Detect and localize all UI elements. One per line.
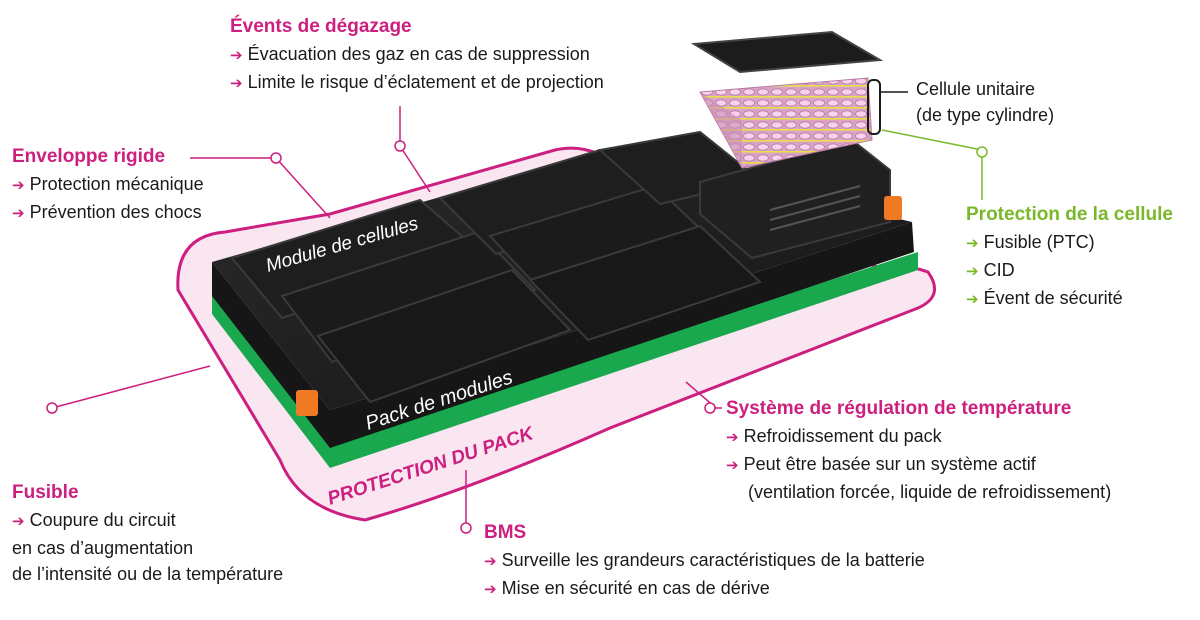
vents-item-text: Évacuation des gaz en cas de suppression (247, 44, 590, 64)
cell-block-label: Cellule unitaire (de type cylindre) (916, 76, 1054, 128)
envelope-block: Enveloppe rigide ➔Protection mécanique ➔… (12, 146, 204, 227)
cell-protection-item: ➔Évent de sécurité (966, 285, 1173, 313)
callout-line-green (881, 129, 983, 200)
thermal-block: Système de régulation de température ➔Re… (726, 398, 1111, 505)
callout-dots (46, 140, 716, 534)
arrow-icon: ➔ (966, 235, 979, 252)
vents-item: ➔Limite le risque d’éclatement et de pro… (230, 69, 604, 97)
cell-protection-item: ➔Fusible (PTC) (966, 229, 1173, 257)
cell-protection-block: Protection de la cellule ➔Fusible (PTC) … (966, 204, 1173, 313)
thermal-item-text: Refroidissement du pack (743, 426, 942, 446)
arrow-icon: ➔ (484, 553, 497, 570)
vents-item-text: Limite le risque d’éclatement et de proj… (247, 72, 604, 92)
arrow-icon: ➔ (966, 291, 979, 308)
arrow-icon: ➔ (12, 177, 25, 194)
bms-item: ➔Surveille les grandeurs caractéristique… (484, 547, 925, 575)
arrow-icon: ➔ (230, 75, 243, 92)
cell-line-1: Cellule unitaire (916, 79, 1036, 99)
envelope-title: Enveloppe rigide (12, 146, 166, 167)
envelope-item-text: Prévention des chocs (29, 202, 202, 222)
envelope-item: ➔Prévention des chocs (12, 199, 204, 227)
arrow-icon: ➔ (484, 581, 497, 598)
cell-protection-item-text: Fusible (PTC) (983, 232, 1095, 252)
cell-protection-item: ➔CID (966, 257, 1173, 285)
fuse-item: ➔Coupure du circuit (12, 507, 283, 535)
cell-protection-item-text: Évent de sécurité (983, 288, 1123, 308)
bms-block: BMS ➔Surveille les grandeurs caractérist… (484, 522, 925, 603)
cell-protection-item-text: CID (983, 260, 1015, 280)
vents-title: Évents de dégazage (230, 16, 412, 37)
thermal-item-text: Peut être basée sur un système actif (743, 454, 1036, 474)
fuse-line-2: en cas d’augmentation (12, 538, 194, 558)
unit-cell-highlight (867, 79, 881, 135)
thermal-item-cont: (ventilation forcée, liquide de refroidi… (748, 482, 1112, 502)
envelope-item-text: Protection mécanique (29, 174, 204, 194)
thermal-title: Système de régulation de température (726, 398, 1072, 419)
fuse-line-3: de l’intensité ou de la température (12, 564, 284, 584)
module-vent-slots (769, 185, 861, 231)
cell-block-lid (690, 30, 884, 74)
arrow-icon: ➔ (230, 47, 243, 64)
cell-block (699, 77, 873, 169)
bms-title: BMS (484, 522, 527, 543)
connector-left (296, 390, 318, 416)
bms-item: ➔Mise en sécurité en cas de dérive (484, 575, 925, 603)
vents-block: Évents de dégazage ➔Évacuation des gaz e… (230, 16, 604, 97)
fuse-block: Fusible ➔Coupure du circuit en cas d’aug… (12, 482, 283, 587)
cell-protection-title: Protection de la cellule (966, 204, 1173, 225)
cell-modules (230, 130, 763, 404)
arrow-icon: ➔ (12, 513, 25, 530)
fuse-line-1: Coupure du circuit (29, 510, 176, 530)
fuse-title: Fusible (12, 482, 79, 503)
vents-item: ➔Évacuation des gaz en cas de suppressio… (230, 41, 604, 69)
arrow-icon: ➔ (12, 205, 25, 222)
callout-dot-green (976, 146, 988, 158)
bms-item-text: Mise en sécurité en cas de dérive (501, 578, 770, 598)
connector-right (884, 196, 902, 220)
arrow-icon: ➔ (726, 457, 739, 474)
thermal-item: ➔Peut être basée sur un système actif (726, 451, 1111, 479)
arrow-icon: ➔ (966, 263, 979, 280)
thermal-item: ➔Refroidissement du pack (726, 423, 1111, 451)
cell-line-2: (de type cylindre) (916, 105, 1055, 125)
arrow-icon: ➔ (726, 429, 739, 446)
envelope-item: ➔Protection mécanique (12, 171, 204, 199)
bms-item-text: Surveille les grandeurs caractéristiques… (501, 550, 925, 570)
